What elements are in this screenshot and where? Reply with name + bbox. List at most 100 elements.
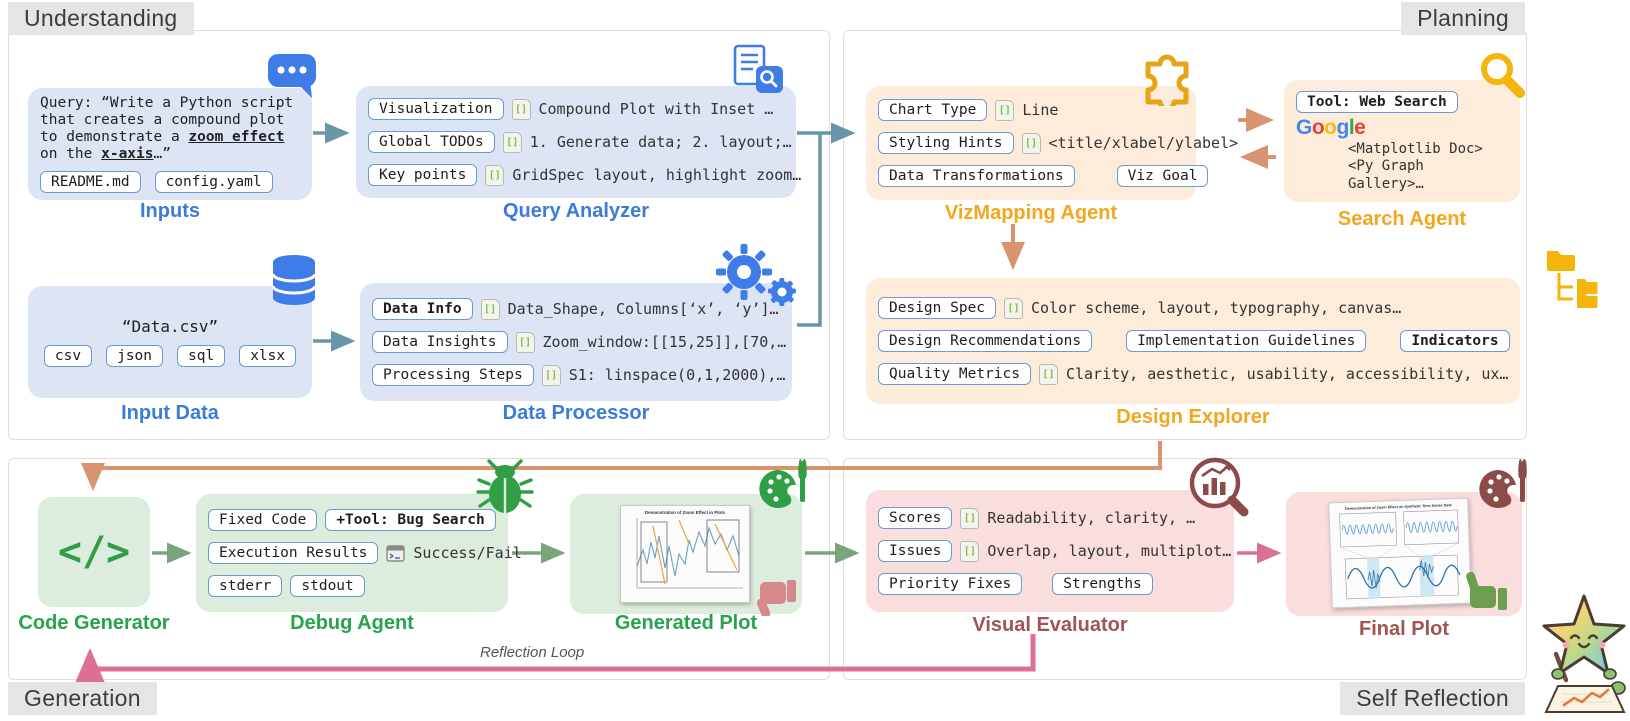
- json-icon: []: [995, 99, 1015, 121]
- folder-tree-icon: [1545, 243, 1609, 309]
- search-result-2: <Py Graph Gallery>…: [1348, 158, 1424, 192]
- issues-value: Overlap, layout, multiplot…: [987, 542, 1232, 560]
- code-generator-box: </>: [38, 497, 150, 607]
- data-filename: “Data.csv”: [121, 317, 219, 336]
- indicators-pill: Indicators: [1400, 330, 1510, 352]
- speech-bubble-icon: [266, 52, 318, 100]
- scores-pill: Scores: [878, 507, 953, 529]
- readme-file-pill: README.md: [40, 171, 141, 194]
- csv-pill: csv: [43, 345, 93, 367]
- search-agent-label: Search Agent: [1337, 208, 1467, 230]
- search-result-1: <Matplotlib Doc>: [1348, 140, 1483, 157]
- global-todos-value: 1. Generate data; 2. layout;…: [529, 133, 792, 151]
- quality-metrics-value: Clarity, aesthetic, usability, accessibi…: [1065, 365, 1509, 383]
- generated-plot-label: Generated Plot: [614, 612, 758, 634]
- thumbs-down-icon: [748, 576, 798, 618]
- data-insights-pill: Data Insights: [372, 331, 508, 353]
- planning-corner-label: Planning: [1401, 2, 1525, 35]
- input-data-label: Input Data: [121, 402, 219, 424]
- viz-goal-pill: Viz Goal: [1116, 165, 1209, 187]
- json-icon: []: [515, 331, 535, 353]
- generation-corner-label: Generation: [8, 682, 157, 715]
- puzzle-icon: [1138, 46, 1204, 112]
- vizmapping-box: Chart Type [] Line Styling Hints [] <title/x…: [866, 86, 1238, 200]
- data-transformations-pill: Data Transformations: [878, 165, 1075, 187]
- query-analyzer-box: Visualization[]Compound Plot with Inset …: [356, 86, 801, 198]
- quality-metrics-pill: Quality Metrics: [878, 363, 1031, 385]
- visual-evaluator-box: Scores [] Readability, clarity, … Issues []…: [866, 490, 1234, 612]
- json-icon: []: [541, 364, 561, 386]
- design-recommendations-pill: Design Recommendations: [878, 330, 1093, 352]
- data-insights-value: Zoom_window:[[15,25]],[70,…: [542, 333, 787, 351]
- data-info-pill: Data Info: [372, 298, 473, 320]
- execution-results-pill: Execution Results: [208, 542, 379, 564]
- self-reflection-corner-label: Self Reflection: [1340, 682, 1525, 715]
- key-points-value: GridSpec layout, highlight zoom…: [512, 166, 802, 184]
- global-todos-pill: Global TODOs: [368, 131, 495, 153]
- processing-steps-value: S1: linspace(0,1,2000),…: [568, 366, 786, 384]
- bug-icon: [476, 458, 534, 516]
- visual-evaluator-label: Visual Evaluator: [972, 614, 1128, 636]
- database-icon: [270, 253, 318, 307]
- svg-text:Demonstration of Zoom Effect o: Demonstration of Zoom Effect on Syntheti…: [1345, 503, 1453, 511]
- generated-plot-thumbnail: Demonstration of Zoom Effect in Plots: [620, 505, 750, 603]
- google-logo: Google: [1296, 115, 1366, 139]
- json-icon: []: [1004, 297, 1024, 319]
- bug-search-tool-pill: +Tool: Bug Search: [325, 509, 496, 531]
- code-generator-label: Code Generator: [18, 612, 170, 634]
- issues-pill: Issues: [878, 540, 953, 562]
- inputs-label: Inputs: [140, 200, 200, 222]
- reflection-loop-label: Reflection Loop: [480, 644, 585, 661]
- palette-icon-green: [758, 456, 816, 518]
- palette-icon-maroon: [1478, 456, 1536, 518]
- vizmapping-agent-label: VizMapping Agent: [944, 202, 1118, 224]
- json-pill: json: [106, 345, 163, 367]
- chart-type-pill: Chart Type: [878, 99, 988, 121]
- search-magnifier-icon: [1476, 50, 1530, 104]
- sql-pill: sql: [177, 345, 226, 367]
- json-icon: []: [511, 98, 531, 120]
- json-icon: []: [1021, 132, 1041, 154]
- search-agent-box: Tool: Web Search Google <Matplotlib Doc>…: [1284, 80, 1520, 202]
- json-icon: []: [960, 507, 980, 529]
- key-points-pill: Key points: [368, 164, 478, 186]
- processing-steps-pill: Processing Steps: [372, 364, 534, 386]
- understanding-corner-label: Understanding: [8, 2, 194, 35]
- xlsx-pill: xlsx: [239, 345, 297, 367]
- web-search-tool-pill: Tool: Web Search: [1296, 90, 1458, 113]
- terminal-icon: [386, 544, 406, 562]
- visualization-pill: Visualization: [368, 98, 504, 120]
- final-plot-label: Final Plot: [1359, 618, 1449, 640]
- star-mascot: [1538, 586, 1630, 718]
- fixed-code-pill: Fixed Code: [208, 509, 318, 531]
- json-icon: []: [502, 131, 522, 153]
- stdout-pill: stdout: [290, 575, 365, 597]
- debug-agent-box: Fixed Code +Tool: Bug Search Execution Re…: [196, 494, 522, 612]
- data-processor-box: Data Info [] Data_Shape, Columns[‘x’, ‘y’]…: [360, 283, 792, 401]
- strengths-pill: Strengths: [1052, 573, 1153, 595]
- data-processor-label: Data Processor: [502, 402, 650, 424]
- gears-icon: [716, 244, 798, 306]
- data-info-value: Data_Shape, Columns[‘x’, ‘y’]…: [507, 300, 779, 318]
- query-analyzer-label: Query Analyzer: [503, 200, 649, 222]
- chart-magnifier-icon: [1188, 456, 1252, 520]
- stderr-pill: stderr: [208, 575, 283, 597]
- chart-type-value: Line: [1022, 101, 1059, 119]
- styling-hints-pill: Styling Hints: [878, 132, 1014, 154]
- styling-hints-value: <title/xlabel/ylabel>: [1048, 134, 1239, 152]
- design-explorer-label: Design Explorer: [1116, 406, 1270, 428]
- json-icon: []: [960, 540, 980, 562]
- doc-search-icon: [732, 44, 786, 96]
- thumbs-up-icon: [1458, 571, 1508, 614]
- input-data-box: “Data.csv” csv json sql xlsx: [28, 286, 312, 398]
- design-spec-value: Color scheme, layout, typography, canvas…: [1031, 299, 1402, 317]
- json-icon: []: [1038, 363, 1058, 385]
- design-spec-pill: Design Spec: [878, 297, 997, 319]
- user-query-text: Query: “Write a Python script that creat…: [40, 94, 294, 163]
- scores-value: Readability, clarity, …: [987, 509, 1196, 527]
- svg-text:Demonstration of Zoom Effect i: Demonstration of Zoom Effect in Plots: [645, 510, 726, 515]
- design-explorer-box: Design Spec [] Color scheme, layout, typog…: [866, 278, 1520, 404]
- json-icon: []: [485, 164, 505, 186]
- debug-agent-label: Debug Agent: [290, 612, 414, 634]
